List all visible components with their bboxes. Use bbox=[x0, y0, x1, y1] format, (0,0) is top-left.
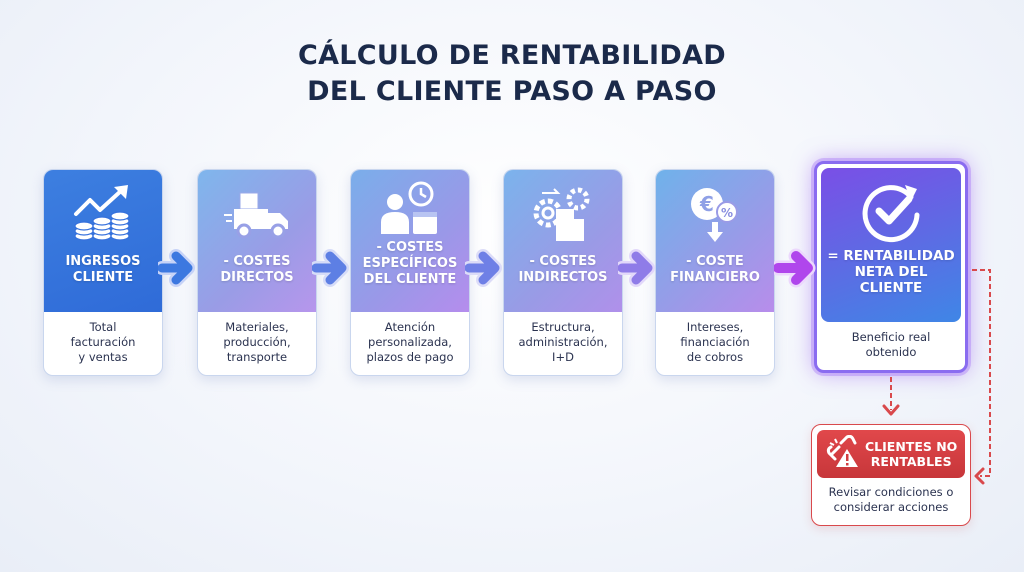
step-card-costes-directos: - COSTES DIRECTOS Materiales, producción… bbox=[197, 169, 317, 376]
step-label: - COSTES ESPECÍFICOS DEL CLIENTE bbox=[362, 240, 458, 287]
euro-percent-down-icon: € % bbox=[685, 184, 745, 246]
title-line-2: DEL CLIENTE PASO A PASO bbox=[307, 76, 717, 107]
svg-text:€: € bbox=[699, 192, 714, 216]
check-circle-icon bbox=[859, 180, 923, 243]
step-description: Estructura, administración, I+D bbox=[518, 320, 608, 364]
flow-arrow-icon bbox=[158, 249, 195, 287]
step-label: - COSTES DIRECTOS bbox=[220, 254, 294, 285]
title-line-1: CÁLCULO DE RENTABILIDAD bbox=[297, 40, 727, 71]
warning-card-clientes-no-rentables: CLIENTES NO RENTABLES Revisar condicione… bbox=[811, 424, 971, 526]
step-description: Atención personalizada, plazos de pago bbox=[366, 320, 454, 364]
delivery-truck-icon bbox=[222, 184, 292, 246]
step-description: Materiales, producción, transporte bbox=[223, 320, 291, 364]
step-description: Intereses, financiación de cobros bbox=[680, 320, 750, 364]
step-card-coste-financiero: € % - COSTE FINANCIERO Intereses, financ… bbox=[655, 169, 775, 376]
step-description: Total facturación y ventas bbox=[70, 320, 136, 364]
step-label: = RENTABILIDAD NETA DEL CLIENTE bbox=[827, 248, 955, 296]
step-card-ingresos: INGRESOS CLIENTE Total facturación y ven… bbox=[43, 169, 163, 376]
flow-arrow-icon bbox=[312, 249, 349, 287]
step-card-costes-especificos: - COSTES ESPECÍFICOS DEL CLIENTE Atenció… bbox=[350, 169, 470, 376]
warning-description: Revisar condiciones o considerar accione… bbox=[828, 485, 954, 514]
person-clock-calendar-icon bbox=[377, 180, 443, 236]
step-label: - COSTE FINANCIERO bbox=[670, 254, 760, 285]
step-card-costes-indirectos: - COSTES INDIRECTOS Estructura, administ… bbox=[503, 169, 623, 376]
page-title: CÁLCULO DE RENTABILIDAD DEL CLIENTE PASO… bbox=[0, 38, 1024, 110]
flow-arrow-icon bbox=[465, 249, 502, 287]
step-description: Beneficio real obtenido bbox=[851, 330, 931, 359]
step-label: INGRESOS CLIENTE bbox=[65, 254, 141, 285]
svg-text:%: % bbox=[721, 206, 733, 220]
revenue-coins-chart-icon bbox=[70, 184, 136, 246]
step-card-rentabilidad-neta: = RENTABILIDAD NETA DEL CLIENTE Benefici… bbox=[814, 161, 968, 373]
gears-building-icon bbox=[530, 184, 596, 246]
warning-label: CLIENTES NO RENTABLES bbox=[865, 439, 958, 469]
broken-link-warning-icon bbox=[825, 434, 859, 473]
flow-arrow-icon bbox=[618, 249, 655, 287]
flow-arrow-icon bbox=[774, 248, 816, 288]
step-label: - COSTES INDIRECTOS bbox=[518, 254, 608, 285]
